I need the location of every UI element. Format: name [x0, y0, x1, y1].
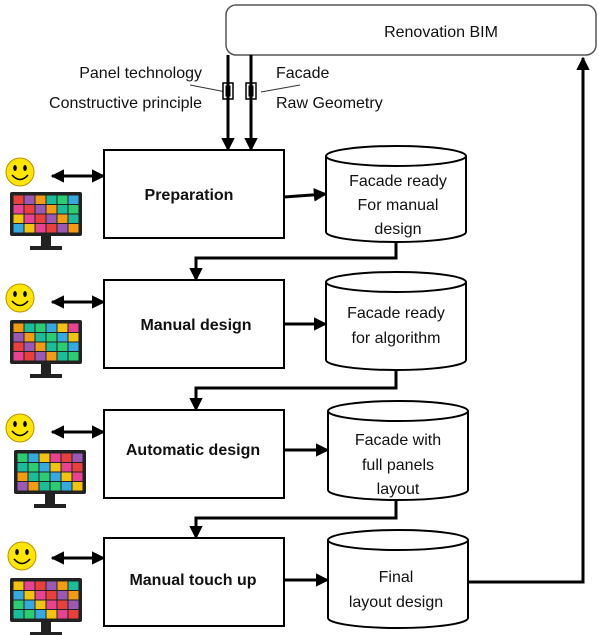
step-box-automatic-design: [103, 409, 285, 499]
step-label-preparation: Preparation: [145, 187, 234, 204]
arrow-step1-to-output1: [283, 188, 328, 202]
output-2-line-1: Facade ready: [347, 305, 445, 322]
output-cylinder-1: Facade ready For manual design: [325, 145, 467, 243]
monitor-icon: [10, 192, 82, 250]
input-facade: Facade: [276, 65, 329, 82]
smiley-face-icon: [5, 283, 35, 313]
arrow-output4-to-renovation-bim: [468, 56, 590, 584]
output-cylinder-4: Final layout design: [327, 529, 469, 629]
output-cylinder-2: Facade ready for algorithm: [325, 271, 467, 371]
output-2-line-2: for algorithm: [352, 330, 441, 347]
output-cylinder-3: Facade with full panels layout: [327, 400, 469, 501]
monitor-icon: [10, 320, 82, 378]
arrow-output3-to-step4: [189, 500, 398, 540]
output-3-line-2: full panels: [362, 457, 434, 474]
output-1-line-3: design: [374, 221, 421, 238]
output-4-line-1: Final: [379, 569, 414, 586]
step-label-manual-design: Manual design: [140, 317, 251, 334]
step-label-manual-touch-up: Manual touch up: [129, 572, 256, 589]
smiley-face-icon: [7, 541, 37, 571]
monitor-icon: [14, 450, 86, 508]
step-box-manual-design: [103, 279, 285, 369]
input-constructive-principle: Constructive principle: [49, 95, 202, 112]
renovation-bim-label: Renovation BIM: [384, 24, 498, 41]
output-3-line-3: layout: [377, 481, 420, 498]
renovation-bim-box: [225, 4, 597, 56]
arrow-output2-to-step3: [189, 370, 398, 412]
smiley-face-icon: [5, 157, 35, 187]
output-3-line-1: Facade with: [355, 432, 441, 449]
step-box-preparation: [103, 149, 285, 239]
smiley-face-icon: [5, 413, 35, 443]
arrow-output1-to-step2: [189, 242, 398, 282]
input-panel-technology: Panel technology: [79, 65, 202, 82]
output-4-line-2: layout design: [349, 594, 443, 611]
step-label-automatic-design: Automatic design: [126, 442, 260, 459]
monitor-icon: [10, 578, 82, 635]
step-box-manual-touch-up: [103, 537, 285, 627]
output-1-line-2: For manual: [358, 197, 439, 214]
input-raw-geometry: Raw Geometry: [276, 95, 383, 112]
output-1-line-1: Facade ready: [349, 173, 447, 190]
